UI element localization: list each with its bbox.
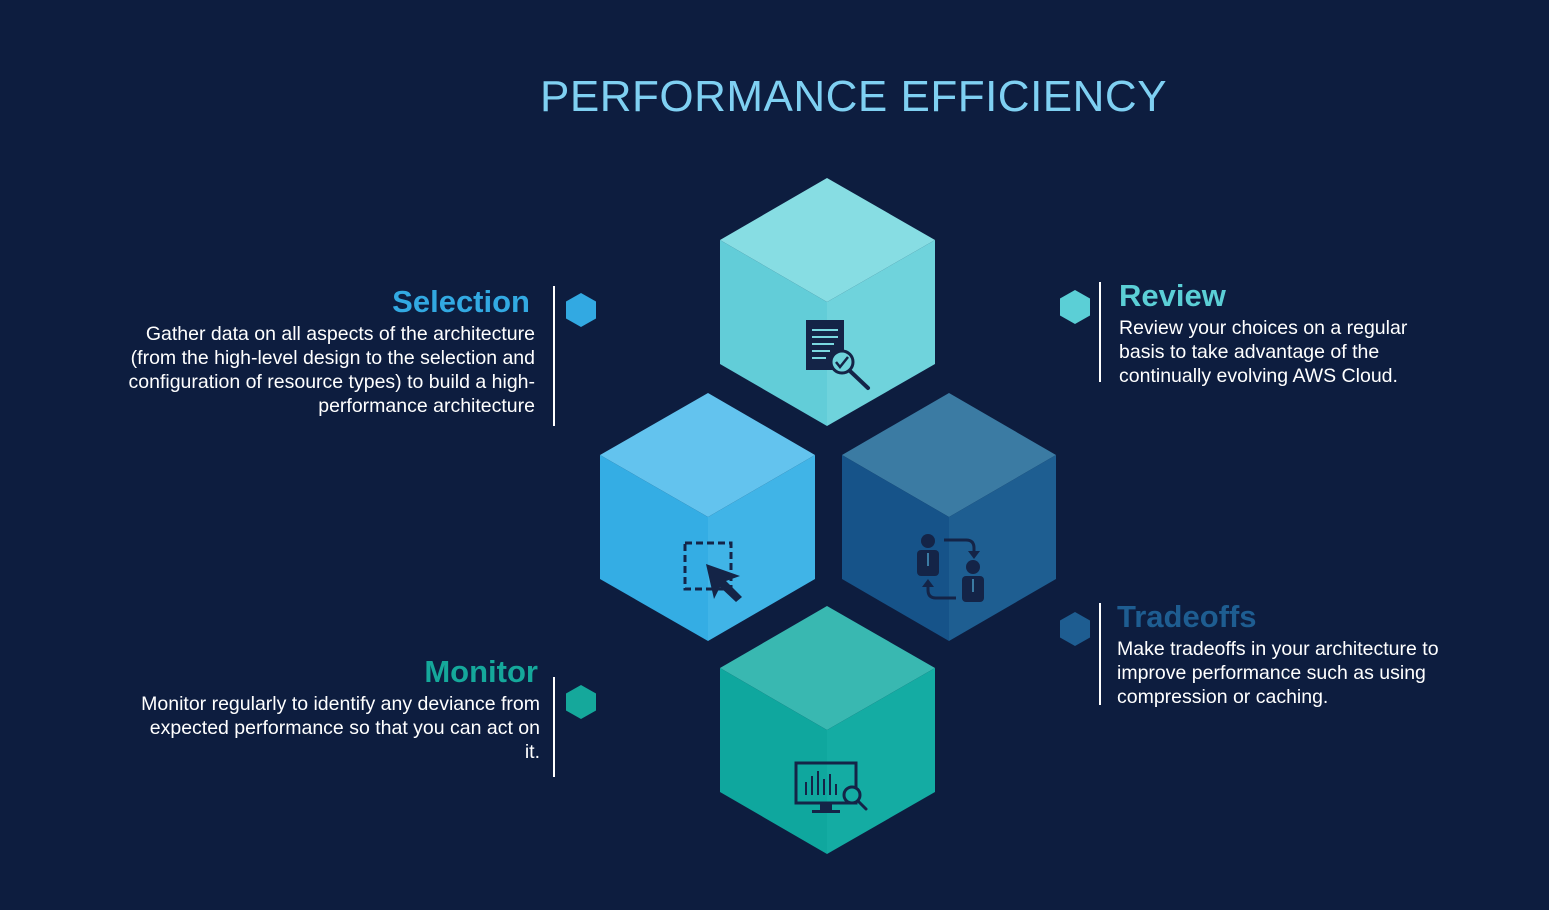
review-heading: Review [1119,278,1226,313]
review-cube [720,178,935,426]
selection-bullet-hexagon [566,293,596,327]
selection-divider [553,286,555,426]
tradeoffs-description: Make tradeoffs in your architecture to i… [1117,638,1439,708]
monitor-cube [720,606,935,854]
tradeoffs-divider [1099,603,1101,705]
selection-heading: Selection [392,284,530,319]
page-title: PERFORMANCE EFFICIENCY [540,72,1168,121]
selection-cube [600,393,815,641]
monitor-chart-search-icon [794,761,868,813]
review-description: Review your choices on a regular basis t… [1119,317,1408,387]
tradeoffs-heading: Tradeoffs [1117,599,1257,634]
monitor-heading: Monitor [424,654,538,689]
monitor-bullet-hexagon [566,685,596,719]
review-section: Review Review your choices on a regular … [1119,278,1429,388]
cursor-selection-icon [683,541,742,602]
selection-description: Gather data on all aspects of the archit… [128,323,535,417]
people-exchange-icon [917,534,984,602]
tradeoffs-cube [842,393,1056,641]
selection-section: Selection Gather data on all aspects of … [110,284,535,418]
tradeoffs-section: Tradeoffs Make tradeoffs in your archite… [1117,599,1442,709]
monitor-description: Monitor regularly to identify any devian… [141,693,540,763]
document-search-icon [806,320,870,390]
review-bullet-hexagon [1060,290,1090,324]
monitor-divider [553,677,555,777]
monitor-section: Monitor Monitor regularly to identify an… [140,654,540,764]
review-divider [1099,282,1101,382]
tradeoffs-bullet-hexagon [1060,612,1090,646]
